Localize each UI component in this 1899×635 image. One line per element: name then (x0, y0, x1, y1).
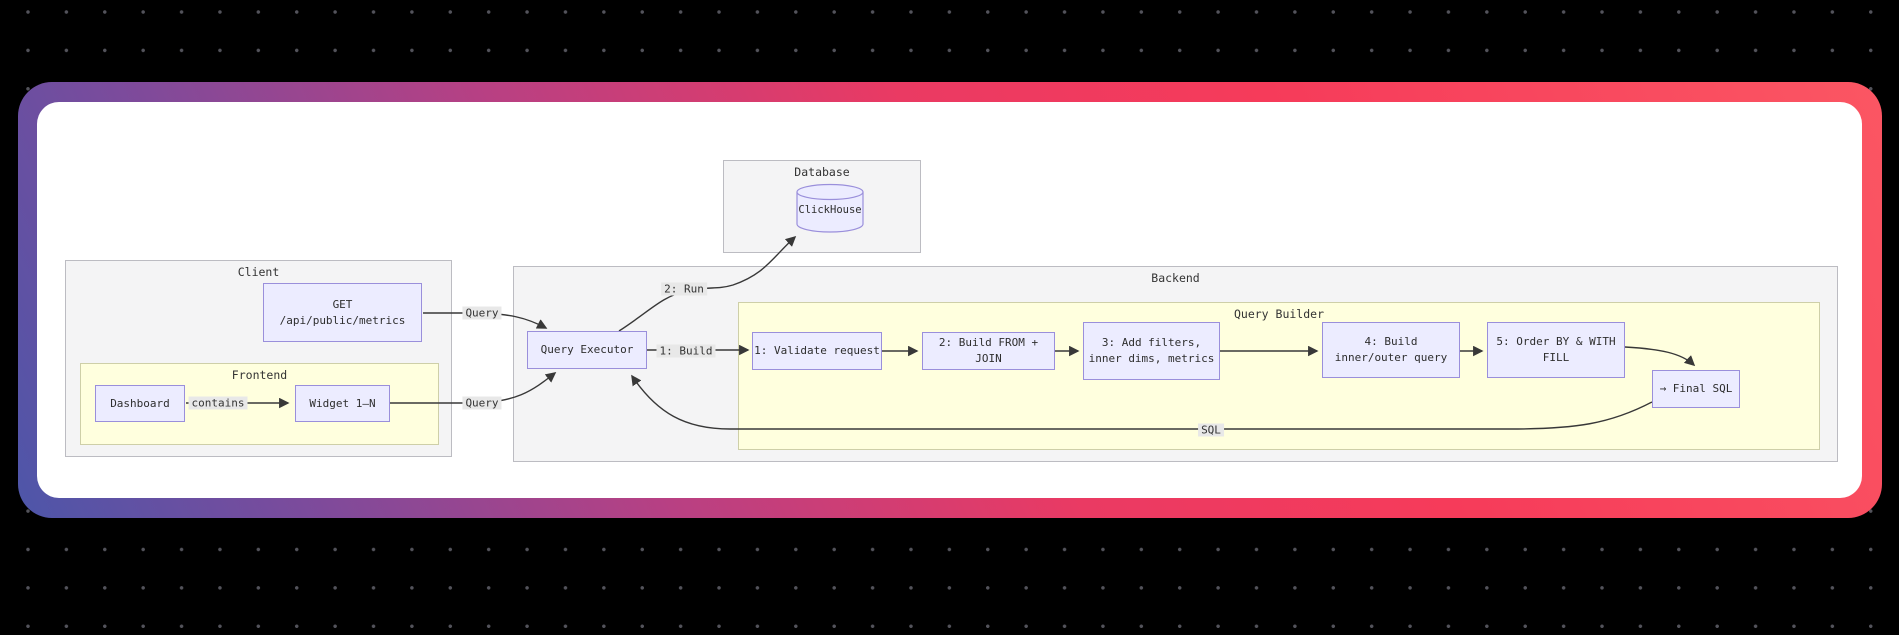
node-step4: 4: Build inner/outer query (1322, 322, 1460, 378)
edge-label-run: 2: Run (661, 282, 707, 296)
node-dashboard: Dashboard (95, 385, 185, 422)
node-query-executor: Query Executor (527, 331, 647, 369)
edge-label-sql: SQL (1198, 423, 1224, 437)
node-step5-line1: 5: Order BY & WITH (1496, 335, 1616, 348)
node-query-executor-label: Query Executor (540, 343, 634, 356)
node-widget-label: Widget 1–N (309, 396, 376, 410)
node-final-sql-label: → Final SQL (1659, 382, 1733, 395)
node-step2-label: 2: Build FROM + JOIN (938, 336, 1039, 365)
edge-label-contains: contains (188, 396, 248, 410)
node-step4-line2: inner/outer query (1334, 351, 1448, 364)
node-step4-line1: 4: Build (1364, 335, 1418, 348)
node-get-endpoint-line1: GET (332, 297, 353, 311)
cylinder-icon (796, 183, 864, 233)
cluster-client-title: Client (237, 265, 280, 279)
node-get-endpoint-line2: /api/public/metrics (279, 313, 406, 327)
edge-label-query-widget: Query (462, 396, 502, 410)
edge-label-build: 1: Build (656, 344, 716, 358)
node-clickhouse-label: ClickHouse (798, 204, 862, 216)
node-step1: 1: Validate request (752, 332, 882, 370)
node-step5: 5: Order BY & WITH FILL (1487, 322, 1625, 378)
node-step3-line1: 3: Add filters, (1101, 336, 1202, 349)
node-dashboard-label: Dashboard (110, 396, 170, 410)
cluster-query-builder-title: Query Builder (1233, 307, 1324, 321)
node-get-endpoint: GET /api/public/metrics (263, 283, 422, 342)
edge-label-query-get: Query (462, 306, 502, 320)
node-clickhouse: ClickHouse (795, 183, 865, 233)
node-step3-line2: inner dims, metrics (1088, 352, 1215, 365)
node-widget: Widget 1–N (295, 385, 390, 422)
cluster-backend-title: Backend (1151, 271, 1200, 285)
node-step5-line2: FILL (1542, 351, 1570, 364)
node-step3: 3: Add filters, inner dims, metrics (1083, 322, 1220, 380)
node-final-sql: → Final SQL (1652, 370, 1740, 408)
node-step2: 2: Build FROM + JOIN (922, 332, 1055, 370)
cluster-database-title: Database (794, 165, 850, 179)
cluster-frontend-title: Frontend (231, 368, 288, 382)
node-step1-label: 1: Validate request (754, 344, 880, 357)
